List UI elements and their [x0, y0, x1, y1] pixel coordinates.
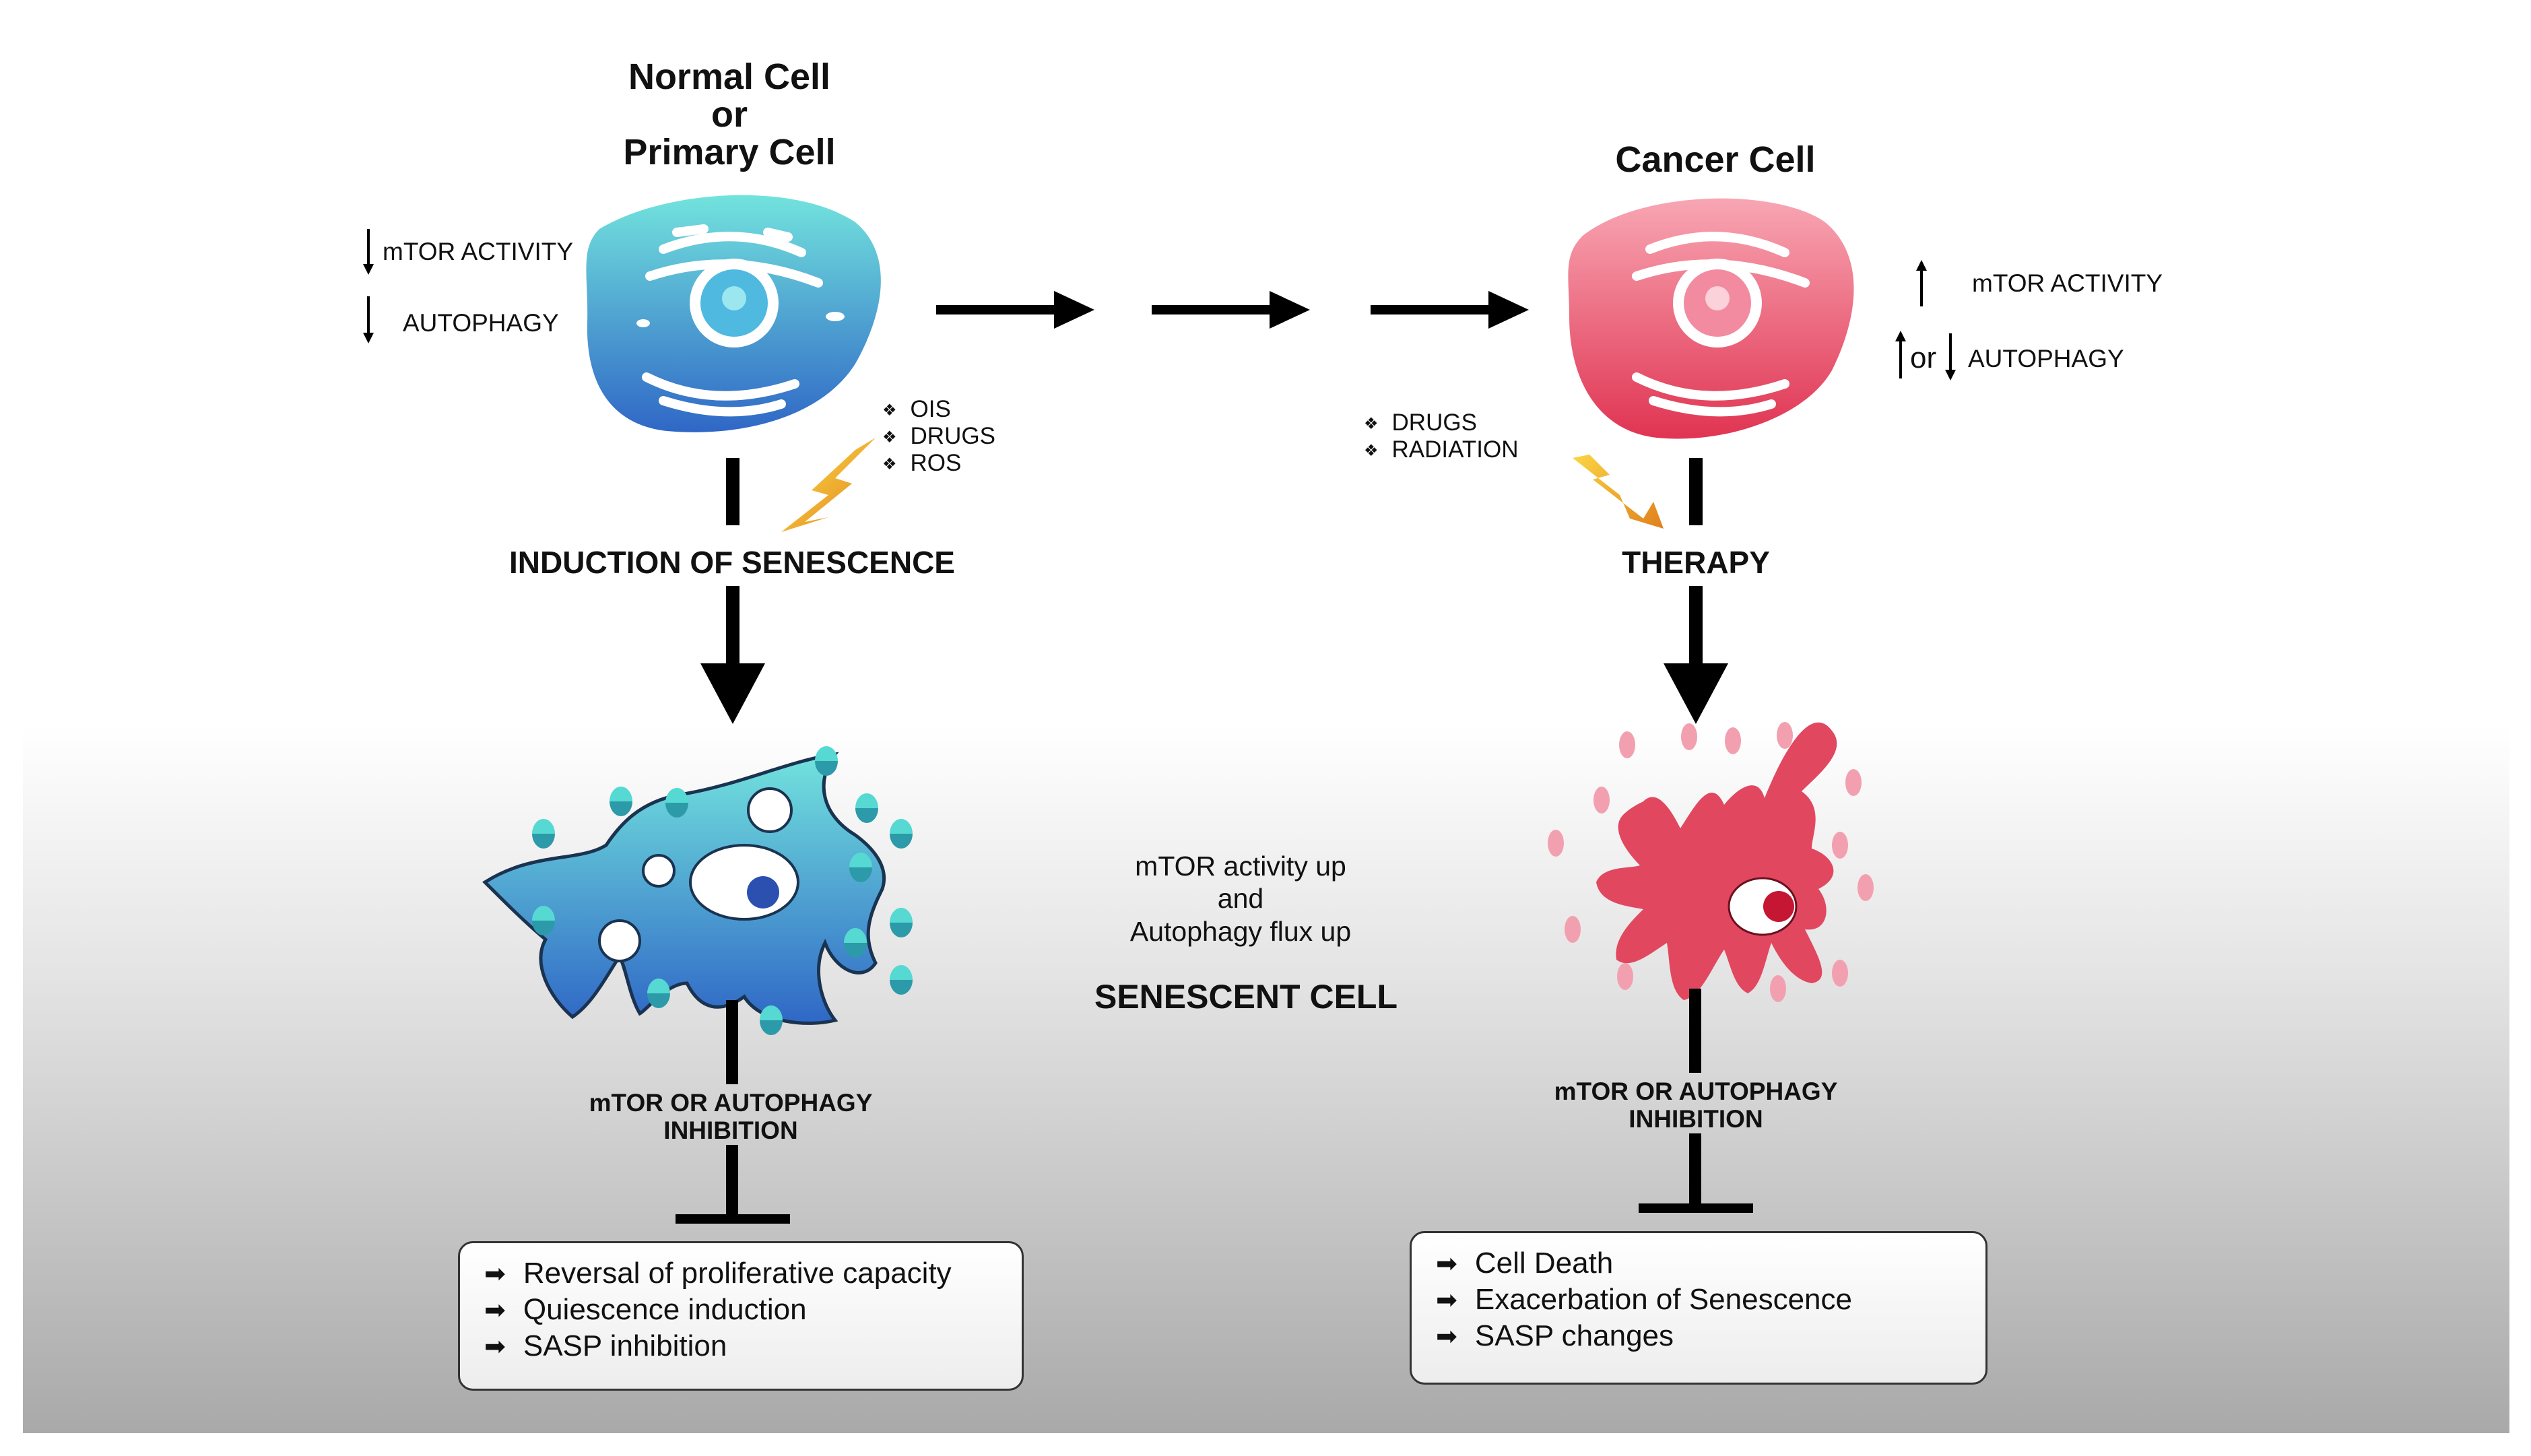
outcome-text: Reversal of proliferative capacity [523, 1257, 952, 1290]
inhibition-line: mTOR OR AUTOPHAGY [589, 1089, 873, 1117]
right-arrow-icon: ➡ [484, 1332, 506, 1361]
induction-of-senescence-label: INDUCTION OF SENESCENCE [509, 545, 955, 580]
stressor-item: DRUGS [910, 423, 995, 449]
outcome-text: Quiescence induction [523, 1293, 807, 1326]
stressor-item: ROS [910, 450, 962, 476]
outcome-item: ➡ SASP inhibition [484, 1328, 1022, 1364]
lightning-bolt-icon [1569, 434, 1664, 529]
normal-cell-title-line: or [711, 94, 748, 135]
outcome-text: SASP changes [1474, 1319, 1674, 1352]
normal-cell-title-line: Normal Cell [628, 57, 831, 97]
right-arrow-icon: ➡ [484, 1296, 506, 1325]
outcome-item: ➡ SASP changes [1436, 1318, 1985, 1354]
right-arrow-icon: ➡ [484, 1259, 506, 1288]
outcome-item: ➡ Reversal of proliferative capacity [484, 1255, 1022, 1292]
normal-mtor-label: mTOR ACTIVITY [383, 238, 574, 265]
diamond-bullet-icon: ❖ [882, 401, 897, 420]
right-arrow-icon: ➡ [1436, 1322, 1457, 1351]
normal-stressor-list: ❖ OIS ❖ DRUGS ❖ ROS [882, 397, 995, 478]
normal-cell-title-line: Primary Cell [623, 132, 836, 173]
cancer-mtor-label: mTOR ACTIVITY [1972, 269, 2163, 297]
therapy-label: THERAPY [1622, 545, 1770, 580]
diamond-bullet-icon: ❖ [882, 428, 897, 446]
senescent-cell-label: SENESCENT CELL [1094, 978, 1398, 1016]
middle-note-line: mTOR activity up [1135, 851, 1346, 882]
normal-cell-title: Normal Cell or Primary Cell [623, 57, 836, 173]
up-arrow-icon [1895, 260, 1956, 380]
middle-note: mTOR activity up and Autophagy flux up [1130, 850, 1351, 948]
right-arrow-icon [936, 291, 1529, 329]
normal-cell-icon [586, 195, 881, 432]
diamond-bullet-icon: ❖ [1364, 442, 1379, 460]
cancer-stressor-list: ❖ DRUGS ❖ RADIATION [1364, 411, 1519, 465]
middle-note-line: Autophagy flux up [1129, 915, 1352, 947]
right-arrow-icon: ➡ [1436, 1249, 1457, 1278]
outcome-item: ➡ Quiescence induction [484, 1292, 1022, 1328]
normal-outcome-box: ➡ Reversal of proliferative capacity ➡ Qui… [458, 1241, 1024, 1391]
outcome-text: SASP inhibition [523, 1329, 727, 1362]
cancer-cell-title: Cancer Cell [1615, 139, 1816, 180]
gradient-background-panel [23, 726, 2509, 1433]
outcome-text: Exacerbation of Senescence [1474, 1283, 1852, 1316]
outcome-text: Cell Death [1474, 1247, 1614, 1280]
middle-note-line: and [1217, 883, 1264, 915]
inhibition-line: INHIBITION [663, 1117, 798, 1145]
stressor-item: DRUGS [1391, 409, 1477, 436]
diamond-bullet-icon: ❖ [882, 455, 897, 473]
cancer-cell-icon [1568, 198, 1854, 439]
cancer-outcome-box: ➡Cell Death ➡Exacerbation of Senescence … [1410, 1231, 1987, 1385]
cancer-or-label: or [1910, 341, 1937, 374]
normal-autophagy-label: AUTOPHAGY [403, 309, 559, 337]
cancer-autophagy-label: AUTOPHAGY [1968, 345, 2124, 372]
lightning-bolt-icon [781, 438, 876, 532]
senescent-normal-cell-icon [482, 746, 913, 1035]
stressor-item: RADIATION [1391, 436, 1519, 463]
right-arrow-icon: ➡ [1436, 1286, 1457, 1315]
down-arrow-icon [363, 229, 374, 343]
normal-inhibition-label: mTOR OR AUTOPHAGY INHIBITION [589, 1089, 873, 1145]
cancer-inhibition-label: mTOR OR AUTOPHAGY INHIBITION [1554, 1078, 1838, 1133]
diamond-bullet-icon: ❖ [1364, 415, 1379, 433]
senescent-cancer-cell-icon [1548, 722, 1874, 1002]
inhibition-line: INHIBITION [1629, 1105, 1763, 1133]
outcome-item: ➡ Cell Death [1436, 1245, 1985, 1282]
inhibition-line: mTOR OR AUTOPHAGY [1554, 1078, 1838, 1105]
outcome-item: ➡ Exacerbation of Senescence [1436, 1282, 1985, 1318]
stressor-item: OIS [910, 396, 951, 422]
